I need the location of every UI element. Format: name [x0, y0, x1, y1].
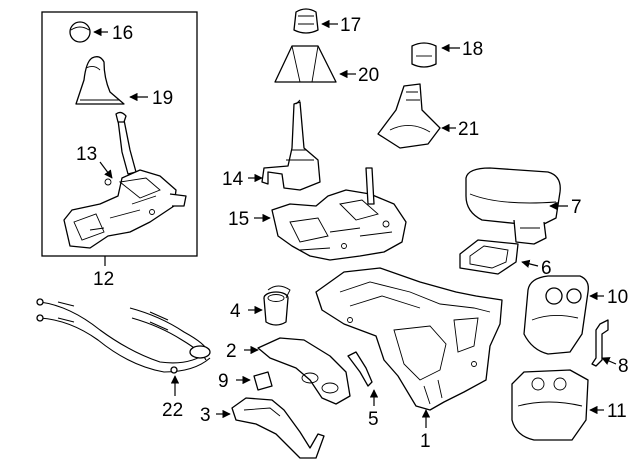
callout-9: 9 — [218, 371, 229, 392]
callout-22: 22 — [162, 400, 183, 421]
callout-14: 14 — [222, 169, 244, 190]
callout-18: 18 — [462, 39, 483, 60]
callout-2: 2 — [226, 341, 237, 362]
part-3-lower-trim — [231, 397, 325, 459]
callout-15: 15 — [228, 209, 249, 230]
part-17-shift-knob — [293, 8, 319, 34]
leader-8 — [601, 357, 617, 365]
part-13-shifter-assembly — [63, 111, 187, 249]
leader-6 — [521, 259, 539, 268]
part-9-switch — [253, 371, 273, 391]
callout-6: 6 — [541, 258, 552, 279]
part-5-clip — [347, 351, 373, 387]
callout-4: 4 — [230, 301, 241, 322]
part-1-console-body — [315, 267, 503, 411]
part-4-cup-socket — [263, 285, 291, 326]
part-16-shift-knob — [69, 21, 91, 43]
callout-12: 12 — [93, 269, 114, 290]
callout-11: 11 — [607, 401, 627, 422]
callout-1: 1 — [420, 431, 431, 452]
part-2-trim-panel — [257, 337, 351, 405]
callout-5: 5 — [368, 409, 379, 430]
part-10-cupholder-bezel — [523, 275, 589, 355]
part-7-armrest — [465, 167, 561, 245]
part-19-shift-boot — [75, 56, 125, 105]
callout-10: 10 — [607, 287, 628, 308]
callout-8: 8 — [618, 356, 629, 377]
part-11-rear-bin — [511, 369, 589, 441]
part-21-shift-boot — [377, 83, 441, 149]
callout-19: 19 — [152, 88, 173, 109]
callout-7: 7 — [571, 197, 582, 218]
part-6-tray-mat — [459, 239, 519, 275]
part-20-shift-boot — [274, 45, 337, 83]
part-8-bracket — [591, 319, 609, 367]
leader-13 — [99, 161, 113, 179]
part-22-shift-cables — [36, 298, 211, 374]
part-18-shift-knob — [411, 42, 437, 68]
callout-16: 16 — [112, 23, 133, 44]
callout-20: 20 — [358, 65, 379, 86]
callout-13: 13 — [76, 144, 97, 165]
callout-21: 21 — [458, 119, 479, 140]
part-15-shifter-base — [271, 167, 407, 261]
callout-3: 3 — [200, 405, 211, 426]
manual-shifter-inset-box — [41, 11, 198, 257]
part-14-shift-lever — [261, 99, 321, 191]
callout-17: 17 — [340, 15, 361, 36]
